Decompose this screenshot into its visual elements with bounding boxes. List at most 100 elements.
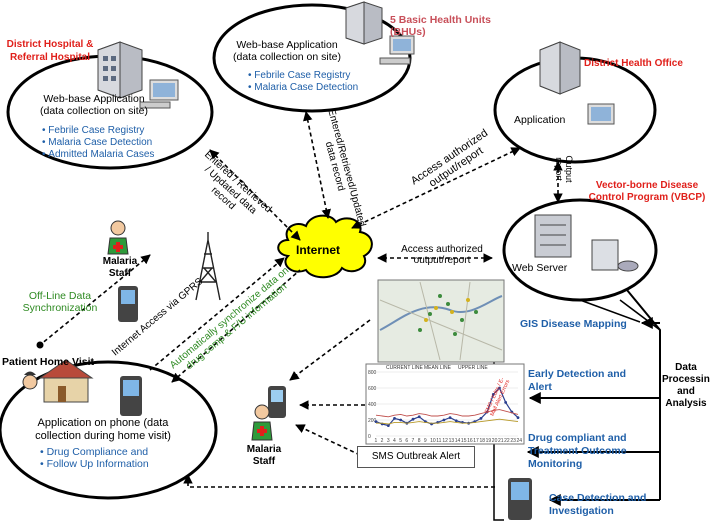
chart-xtick: 24	[517, 438, 523, 444]
sms-outbreak-alert-label: SMS Outbreak Alert	[371, 451, 461, 462]
chart-point	[417, 415, 421, 419]
link-case-phone	[183, 474, 495, 488]
phone-app-items: Drug Compliance and Follow Up Informatio…	[40, 446, 149, 470]
vbcp-title: Vector-borne Disease Control Program (VB…	[588, 180, 706, 203]
chart-xtick: 5	[399, 438, 402, 444]
web-server-label: Web Server	[512, 262, 568, 274]
chart-xtick: 17	[473, 438, 479, 444]
chart-point	[516, 416, 520, 419]
chart-point	[498, 386, 501, 390]
chart-point	[442, 418, 446, 422]
offline-sync-label: Off-Line Data Synchronization	[22, 290, 98, 314]
gis-diagonal	[579, 299, 641, 323]
chart-xtick: 22	[504, 438, 510, 444]
chart-point	[448, 416, 452, 419]
chart-legend-current: CURRENT LINE	[386, 365, 423, 371]
dho-app-label: Application	[514, 114, 566, 126]
gis-diagonal-2	[619, 299, 661, 331]
chart-xtick: 14	[455, 438, 461, 444]
chart-ytick: 800	[368, 370, 377, 376]
dho-building-icon	[539, 41, 581, 95]
chart-point	[399, 418, 403, 422]
chart-point	[393, 417, 396, 420]
chart-point	[386, 424, 390, 427]
chart-xtick: 3	[387, 438, 390, 444]
sms-outbreak-alert-box: SMS Outbreak Alert	[357, 446, 475, 468]
chart-xtick: 2	[381, 438, 384, 444]
case-detection-label: Case Detection and Investigation	[549, 492, 647, 517]
chart-series-line	[376, 418, 519, 425]
chart-xtick: 1	[375, 438, 378, 444]
chart-xtick: 12	[442, 438, 448, 444]
link-internet-staff	[289, 319, 371, 381]
bhu-items: Febrile Case Registry Malaria Case Detec…	[248, 70, 358, 94]
chart-xtick: 16	[467, 438, 473, 444]
hospital-items: Febrile Case Registry Malaria Case Detec…	[42, 125, 154, 161]
phone-app-item: Drug Compliance and	[40, 446, 149, 458]
hospital-item: Admitted Malaria Cases	[42, 149, 154, 161]
chart-ytick: 200	[368, 418, 377, 424]
phone-icon-staff	[268, 386, 286, 418]
chart-xtick: 8	[418, 438, 421, 444]
hospital-building-icon	[97, 41, 143, 99]
hospital-app-label: Web-base Application (data collection on…	[40, 93, 148, 117]
malaria-staff-top-label: Malaria Staff	[102, 256, 138, 279]
early-detection-label: Early Detection and Alert	[528, 368, 627, 393]
hospital-computer-icon	[139, 79, 179, 109]
malaria-staff-bottom-icon	[251, 404, 273, 441]
internet-label: Internet	[296, 243, 341, 257]
chart-legend-upper: UPPER LINE	[458, 365, 488, 371]
phone-icon-case	[508, 478, 532, 520]
chart-xtick: 10	[430, 438, 436, 444]
link-sync	[171, 269, 301, 383]
chart-point	[374, 420, 378, 423]
dho-output-label: Output report	[554, 155, 574, 183]
link-hospital-internet	[209, 149, 301, 241]
vbcp-ellipse	[502, 198, 658, 302]
chart-xtick: 21	[498, 438, 504, 444]
chart-legend-mean: MEAN LINE	[424, 365, 451, 371]
chart-xtick: 6	[405, 438, 408, 444]
link-gprs	[149, 257, 285, 371]
bhu-item: Malaria Case Detection	[248, 82, 358, 94]
gis-mapping-label: GIS Disease Mapping	[520, 318, 627, 330]
chart-ytick: 400	[368, 402, 377, 408]
server-icon	[534, 214, 639, 272]
hospital-item: Malaria Case Detection	[42, 137, 154, 149]
link-offline-sync	[39, 254, 151, 346]
data-processing-label: Data Processing and Analysis	[662, 362, 710, 409]
bhu-computer-icon	[379, 35, 415, 65]
chart-point	[504, 401, 508, 404]
chart-xtick: 18	[479, 438, 485, 444]
chart-xtick: 15	[461, 438, 467, 444]
phone-app-item: Follow Up Information	[40, 458, 149, 470]
malaria-staff-bottom-label: Malaria Staff	[246, 444, 282, 467]
offline-dot	[36, 341, 44, 349]
chart-xtick: 19	[486, 438, 492, 444]
hospital-item: Febrile Case Registry	[42, 125, 154, 137]
bhu-item: Febrile Case Registry	[248, 70, 358, 82]
phone-app-title: Application on phone (data collection du…	[35, 417, 171, 442]
link-dho-internet	[351, 147, 521, 229]
link-sms-staff	[295, 424, 361, 456]
patient-house-icon	[38, 359, 94, 403]
bhu-app-label: Web-base Application (data collection on…	[233, 39, 341, 63]
malaria-staff-top-icon	[107, 220, 129, 255]
chart-xtick: 23	[510, 438, 516, 444]
patient-person-icon	[22, 371, 38, 390]
chart-xtick: 11	[436, 438, 441, 444]
vbcp-link-label: Access authorized output/report	[401, 244, 483, 266]
chart-ytick: 0	[368, 434, 371, 440]
chart-xtick: 20	[492, 438, 498, 444]
phone-icon-offline	[118, 286, 138, 322]
hospital-title: District Hospital & Referral Hospital	[6, 39, 94, 63]
bhu-title: 5 Basic Health Units (BHUs)	[390, 14, 491, 38]
gis-map-image	[377, 279, 505, 363]
drug-compliant-label: Drug compliant and Treatment Outcome Mon…	[528, 432, 627, 470]
phone-icon-home	[120, 376, 142, 416]
chart-series-line	[375, 409, 519, 418]
chart-point	[491, 393, 495, 396]
patient-home-visit-label: Patient Home Visit	[2, 356, 94, 368]
